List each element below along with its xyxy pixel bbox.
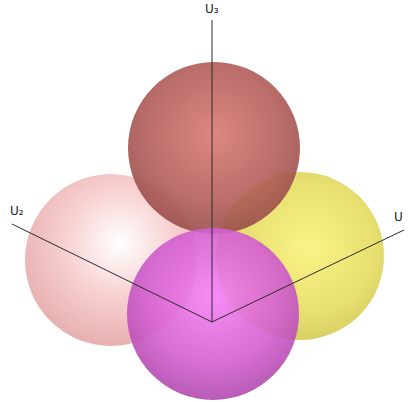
axis-line — [12, 224, 212, 322]
sphere — [127, 228, 299, 400]
axes — [12, 20, 404, 322]
axis-label: U₃ — [205, 2, 219, 16]
axis-label: U — [394, 210, 403, 224]
axis-line — [212, 20, 213, 322]
sphere — [128, 62, 300, 234]
axis-label: U₂ — [10, 204, 24, 218]
axis-line — [212, 230, 404, 322]
